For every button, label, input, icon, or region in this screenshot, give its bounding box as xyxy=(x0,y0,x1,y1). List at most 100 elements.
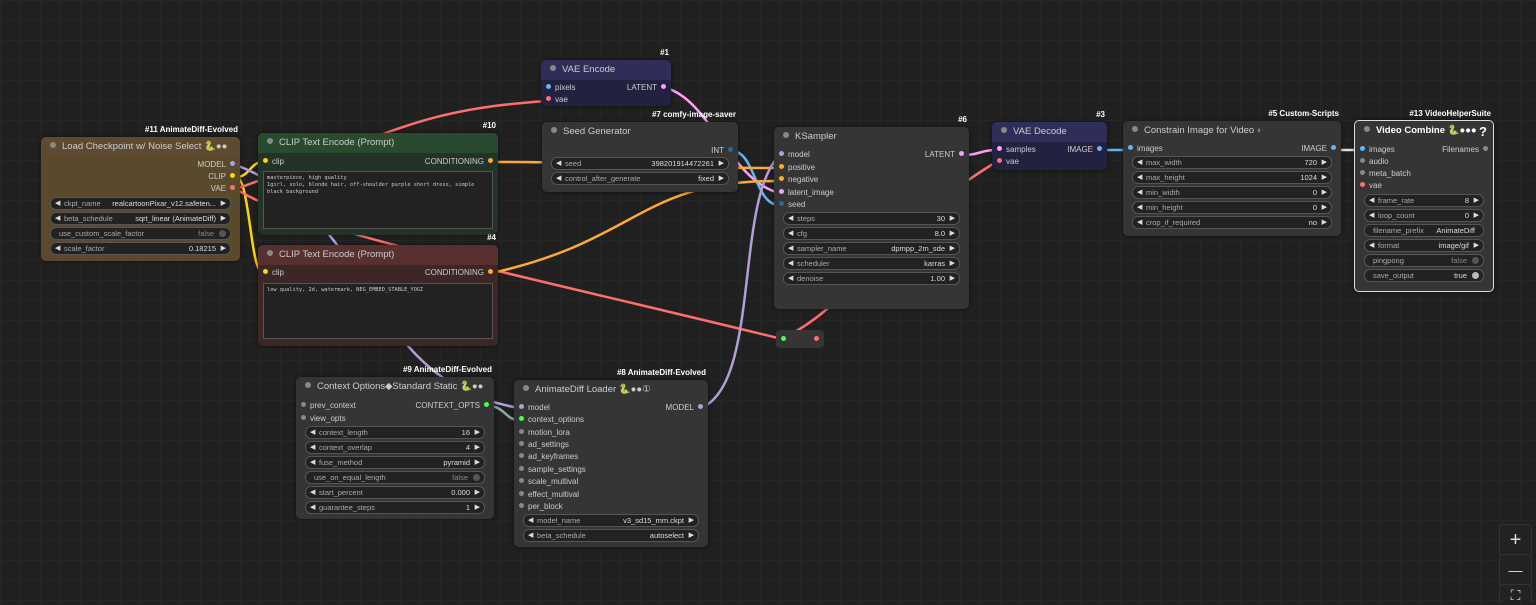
decrement-arrow[interactable]: ◀ xyxy=(788,230,794,237)
collapse-dot[interactable] xyxy=(1364,126,1370,133)
input-samples[interactable]: samples xyxy=(997,144,1036,156)
collapse-dot[interactable] xyxy=(523,385,529,392)
collapse-dot[interactable] xyxy=(783,132,789,139)
input-positive[interactable]: positive xyxy=(779,162,815,174)
output-image[interactable]: IMAGE xyxy=(1301,143,1336,155)
input-view-opts[interactable]: view_opts xyxy=(301,413,346,425)
node-title[interactable]: Context Options◆Standard Static 🐍●● xyxy=(296,377,494,397)
increment-arrow[interactable]: ▶ xyxy=(1321,219,1327,226)
input-audio[interactable]: audio xyxy=(1360,156,1389,168)
output-model[interactable]: MODEL xyxy=(666,402,703,414)
node-title[interactable]: CLIP Text Encode (Prompt) xyxy=(258,133,498,153)
decrement-arrow[interactable]: ◀ xyxy=(1137,159,1143,166)
input-ad-keyframes[interactable]: ad_keyframes xyxy=(519,451,578,463)
input-model[interactable]: model xyxy=(519,402,550,414)
decrement-arrow[interactable]: ◀ xyxy=(788,215,794,222)
collapse-dot[interactable] xyxy=(305,382,311,389)
node-title[interactable]: Seed Generator xyxy=(542,122,738,142)
ksampler-node[interactable]: #6 KSampler model positive negative late… xyxy=(774,115,969,309)
prompt-textarea[interactable]: masterpiece, high quality 1girl, solo, b… xyxy=(263,171,493,229)
decrement-arrow[interactable]: ◀ xyxy=(528,532,534,539)
decrement-arrow[interactable]: ◀ xyxy=(1369,212,1375,219)
output-image[interactable]: IMAGE xyxy=(1067,144,1102,156)
input-motion-lora[interactable]: motion_lora xyxy=(519,427,570,439)
video-combine-node[interactable]: #13 VideoHelperSuite Video Combine 🐍●●● … xyxy=(1354,109,1494,292)
increment-arrow[interactable]: ▶ xyxy=(688,532,694,539)
output-conditioning[interactable]: CONDITIONING xyxy=(425,156,493,168)
input-effect-multival[interactable]: effect_multival xyxy=(519,489,579,501)
input-meta-batch[interactable]: meta_batch xyxy=(1360,168,1411,180)
decrement-arrow[interactable]: ◀ xyxy=(55,245,61,252)
decrement-arrow[interactable]: ◀ xyxy=(788,260,794,267)
increment-arrow[interactable]: ▶ xyxy=(474,459,480,466)
collapse-dot[interactable] xyxy=(551,127,557,134)
increment-arrow[interactable]: ▶ xyxy=(949,230,955,237)
collapse-dot[interactable] xyxy=(267,138,273,145)
increment-arrow[interactable]: ▶ xyxy=(1473,242,1479,249)
toggle-knob[interactable] xyxy=(473,474,480,481)
input-per-block[interactable]: per_block xyxy=(519,501,563,513)
toggle-knob[interactable] xyxy=(1472,257,1479,264)
collapse-dot[interactable] xyxy=(267,250,273,257)
node-title[interactable]: AnimateDiff Loader 🐍●●① xyxy=(514,380,708,400)
output-model[interactable]: MODEL xyxy=(198,159,235,171)
decrement-arrow[interactable]: ◀ xyxy=(1137,204,1143,211)
increment-arrow[interactable]: ▶ xyxy=(220,200,226,207)
load-checkpoint-node[interactable]: #11 AnimateDiff-Evolved Load Checkpoint … xyxy=(41,125,240,261)
increment-arrow[interactable]: ▶ xyxy=(220,245,226,252)
decrement-arrow[interactable]: ◀ xyxy=(310,429,316,436)
input-vae[interactable]: vae xyxy=(997,156,1019,168)
node-title[interactable]: VAE Decode xyxy=(992,122,1107,142)
increment-arrow[interactable]: ▶ xyxy=(1473,212,1479,219)
context-options-node[interactable]: #9 AnimateDiff-Evolved Context Options◆S… xyxy=(296,365,494,519)
input-clip[interactable]: clip xyxy=(263,156,284,168)
decrement-arrow[interactable]: ◀ xyxy=(556,175,562,182)
zoom-in-button[interactable]: + xyxy=(1499,524,1532,557)
increment-arrow[interactable]: ▶ xyxy=(1321,174,1327,181)
output-latent[interactable]: LATENT xyxy=(925,149,964,161)
input-latent-image[interactable]: latent_image xyxy=(779,187,834,199)
decrement-arrow[interactable]: ◀ xyxy=(1369,242,1375,249)
increment-arrow[interactable]: ▶ xyxy=(474,429,480,436)
output-int[interactable]: INT xyxy=(711,145,733,157)
clip-text-encode-positive-node[interactable]: #10 CLIP Text Encode (Prompt) clip CONDI… xyxy=(258,121,498,235)
decrement-arrow[interactable]: ◀ xyxy=(1137,174,1143,181)
input-model[interactable]: model xyxy=(779,149,810,161)
increment-arrow[interactable]: ▶ xyxy=(474,489,480,496)
decrement-arrow[interactable]: ◀ xyxy=(788,245,794,252)
output-clip[interactable]: CLIP xyxy=(208,171,235,183)
seed-generator-node[interactable]: #7 comfy-image-saver Seed Generator INT … xyxy=(542,110,738,192)
vae-decode-node[interactable]: #3 VAE Decode samples vae IMAGE xyxy=(992,110,1107,170)
increment-arrow[interactable]: ▶ xyxy=(718,175,724,182)
input-vae[interactable]: vae xyxy=(1360,180,1382,192)
zoom-out-button[interactable]: — xyxy=(1499,554,1532,587)
node-title[interactable]: KSampler xyxy=(774,127,969,147)
reroute-node[interactable] xyxy=(776,330,824,348)
node-title[interactable]: CLIP Text Encode (Prompt) xyxy=(258,245,498,265)
decrement-arrow[interactable]: ◀ xyxy=(1137,219,1143,226)
node-title[interactable]: Video Combine 🐍●●● xyxy=(1355,121,1493,141)
collapse-dot[interactable] xyxy=(1132,126,1138,133)
increment-arrow[interactable]: ▶ xyxy=(688,517,694,524)
decrement-arrow[interactable]: ◀ xyxy=(55,215,61,222)
input-context-options[interactable]: context_options xyxy=(519,414,584,426)
